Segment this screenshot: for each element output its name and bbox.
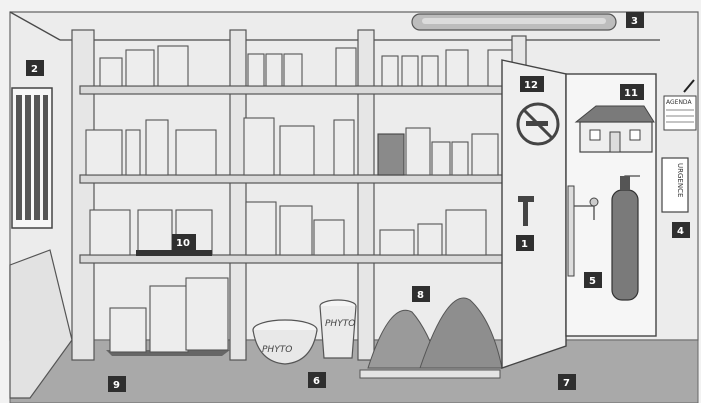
emergency-sign-text: URGENCE — [676, 163, 684, 197]
badge-4-label: 4 — [677, 226, 684, 237]
window — [12, 88, 52, 228]
badge-6: 6 — [308, 372, 326, 388]
ceiling-light — [412, 14, 616, 30]
badge-11-label: 11 — [624, 88, 638, 99]
badge-2: 2 — [26, 60, 44, 76]
badge-7-label: 7 — [563, 378, 570, 389]
bucket: PHYTO — [320, 300, 356, 358]
emergency-sign: URGENCE — [662, 158, 688, 212]
badge-8: 8 — [412, 286, 430, 302]
bucket-brand: PHYTO — [325, 319, 355, 329]
badge-1: 1 — [516, 235, 534, 251]
shelf-board-low — [80, 255, 520, 263]
badge-6-label: 6 — [313, 376, 320, 387]
badge-12: 12 — [520, 76, 544, 92]
badge-7: 7 — [558, 374, 576, 390]
badge-9-label: 9 — [113, 380, 120, 391]
shelf-board-middle — [80, 175, 520, 183]
badge-8-label: 8 — [417, 290, 424, 301]
house-sign — [576, 106, 654, 152]
fire-extinguisher — [612, 176, 640, 300]
badge-1-label: 1 — [521, 239, 528, 250]
badge-11: 11 — [620, 84, 644, 100]
badge-9: 9 — [108, 376, 126, 392]
shelf-board-top — [80, 86, 520, 94]
badge-3: 3 — [626, 12, 644, 28]
basin-brand: PHYTO — [262, 345, 292, 355]
badge-2-label: 2 — [31, 64, 38, 75]
calendar-header: AGENDA — [666, 99, 692, 106]
badge-3-label: 3 — [631, 16, 638, 27]
badge-5: 5 — [584, 272, 602, 288]
cabinet-door — [502, 60, 566, 368]
badge-5-label: 5 — [589, 276, 596, 287]
badge-10-label: 10 — [176, 238, 190, 249]
badge-10: 10 — [172, 234, 196, 250]
badge-4: 4 — [672, 222, 690, 238]
badge-12-label: 12 — [524, 80, 538, 91]
